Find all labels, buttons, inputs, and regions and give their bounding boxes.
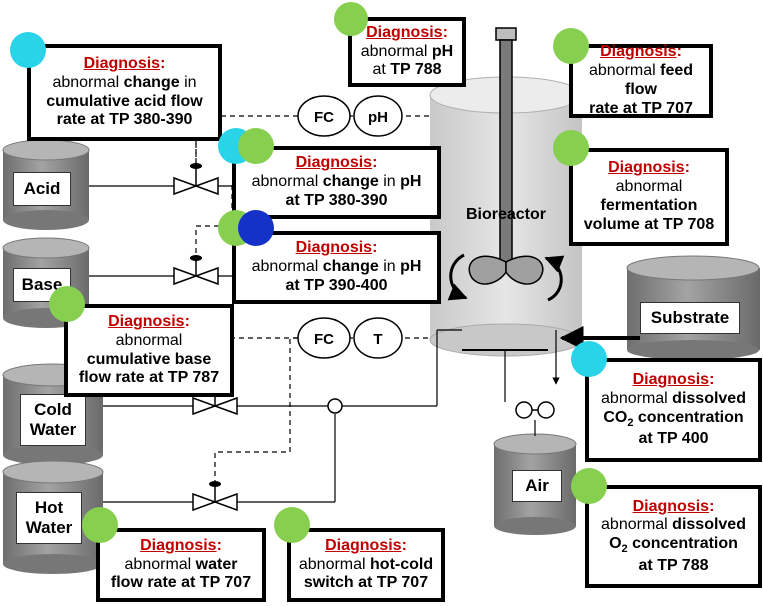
diagnosis-header: Diagnosis: <box>600 43 682 61</box>
diagnosis-text-line: cumulative base <box>86 350 212 368</box>
air-label-text: Air <box>525 476 549 496</box>
diagnosis-text-line: rate at TP 380-390 <box>56 111 193 129</box>
fc-controller-top: FC <box>297 95 351 137</box>
diagnosis-text-line: at TP 400 <box>638 430 709 448</box>
diagnosis-text-line: at TP 380-390 <box>285 191 388 209</box>
cold-water-label-line1: Cold <box>34 400 72 420</box>
diagnosis-header: Diagnosis: <box>608 159 690 177</box>
diagnosis-text-line: flow rate at TP 787 <box>78 369 220 387</box>
diagnosis-text-line: at TP 788 <box>372 61 442 79</box>
diagnosis-text-line: abnormal dissolved <box>601 389 746 407</box>
diagnosis-text-line: abnormal water <box>124 555 238 573</box>
diagnosis-header: Diagnosis: <box>83 54 166 72</box>
substrate-label-text: Substrate <box>650 308 730 328</box>
air-compressor <box>515 401 555 419</box>
diagnosis-header: Diagnosis: <box>295 239 378 257</box>
bioreactor-label: Bioreactor <box>465 206 547 223</box>
diagnosis-text-line: rate at TP 707 <box>589 99 693 117</box>
marker-dot-ph-change-380-green <box>238 128 274 164</box>
acid-label-text: Acid <box>23 179 61 199</box>
svg-text:T: T <box>373 331 382 348</box>
diagnosis-text-line: abnormal <box>115 331 183 349</box>
base-valve <box>173 255 219 286</box>
acid-label: Acid <box>13 172 71 206</box>
diagnosis-text-line: volume at TP 708 <box>583 215 715 233</box>
marker-dot-water-flow <box>82 507 118 543</box>
diagnosis-text-line: cumulative acid flow <box>46 92 203 110</box>
marker-dot-hot-cold <box>274 507 310 543</box>
diagnosis-text-line: abnormal change in <box>52 73 197 91</box>
diagnosis-header: Diagnosis: <box>140 536 222 554</box>
diagnosis-text-line: flow rate at TP 707 <box>110 574 252 592</box>
acid-valve <box>173 163 219 196</box>
diagnosis-header: Diagnosis: <box>295 154 378 172</box>
hot-water-valve <box>192 481 238 512</box>
diagnosis-header: Diagnosis: <box>366 23 448 41</box>
hot-water-label: Hot Water <box>16 492 82 544</box>
diagnosis-text-line: switch at TP 707 <box>303 574 429 592</box>
marker-dot-base-flow <box>49 286 85 322</box>
hot-water-label-line2: Water <box>25 518 73 537</box>
ph-controller: pH <box>353 95 403 137</box>
diagnosis-text-line: abnormal <box>615 178 683 196</box>
diagnosis-text-line: O2 concentration <box>609 535 738 556</box>
diagnosis-text-line: CO2 concentration <box>603 408 744 430</box>
diagnosis-text-line: at TP 788 <box>638 556 709 574</box>
svg-text:FC: FC <box>314 109 334 126</box>
marker-dot-fermentation-volume <box>553 130 589 166</box>
base-label: Base <box>13 268 71 302</box>
marker-dot-ph-change-390-blue <box>238 210 274 246</box>
svg-text:pH: pH <box>368 109 388 126</box>
diagnosis-header: Diagnosis: <box>108 312 190 330</box>
base-label-text: Base <box>21 275 63 295</box>
substrate-label: Substrate <box>640 302 740 334</box>
marker-dot-acid-flow <box>10 32 46 68</box>
marker-dot-o2 <box>571 468 607 504</box>
diagnosis-header: Diagnosis: <box>632 497 715 515</box>
fc-controller-bottom: FC <box>297 317 351 359</box>
diagnosis-text-line: abnormal feed flow <box>588 62 694 98</box>
stirrer <box>447 27 565 302</box>
hot-water-label-line1: Hot <box>34 498 64 518</box>
diagnosis-text-line: abnormal hot-cold <box>298 555 434 573</box>
diagnosis-text-line: fermentation <box>600 197 698 214</box>
air-label: Air <box>512 470 562 502</box>
diagnosis-header: Diagnosis: <box>632 371 715 389</box>
marker-dot-co2 <box>571 341 607 377</box>
marker-dot-feed-flow <box>553 28 589 64</box>
diagnosis-text-line: abnormal pH <box>360 42 454 60</box>
cold-water-label: Cold Water <box>20 394 86 446</box>
diagnosis-text-line: abnormal change in pH <box>251 173 422 191</box>
diagnosis-text-line: abnormal dissolved <box>601 516 746 534</box>
svg-text:FC: FC <box>314 331 334 348</box>
diagnosis-text-line: at TP 390-400 <box>285 276 388 294</box>
cold-water-label-line2: Water <box>29 420 77 439</box>
temperature-controller: T <box>353 317 403 359</box>
mixing-junction <box>327 398 343 414</box>
diagnosis-header: Diagnosis: <box>325 536 407 554</box>
diagnosis-text-line: abnormal change in pH <box>251 258 422 276</box>
marker-dot-ph-788 <box>334 2 368 36</box>
